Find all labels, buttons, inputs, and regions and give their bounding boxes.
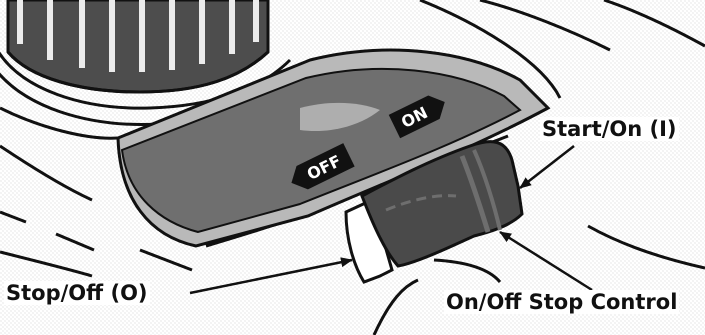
stop-off-label: Stop/Off (O) [4,281,150,305]
on-off-stop-control-label: On/Off Stop Control [444,290,679,314]
start-on-label: Start/On (I) [540,117,679,141]
